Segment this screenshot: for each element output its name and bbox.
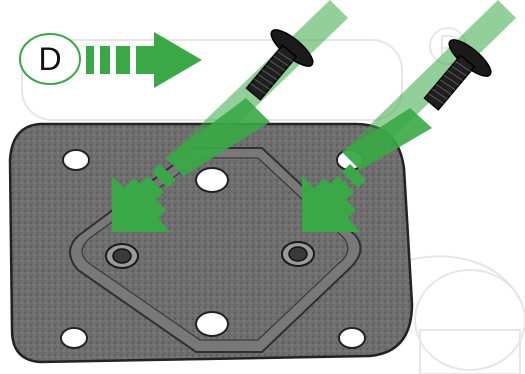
step-letter-label: D bbox=[24, 36, 76, 82]
plate-hole bbox=[339, 328, 365, 348]
threaded-hole-left bbox=[106, 244, 138, 268]
plate-hole bbox=[61, 328, 87, 348]
threaded-hole-right bbox=[282, 242, 314, 266]
plate-hole bbox=[196, 168, 228, 192]
plate-hole bbox=[63, 150, 89, 170]
plate-hole bbox=[196, 312, 228, 336]
